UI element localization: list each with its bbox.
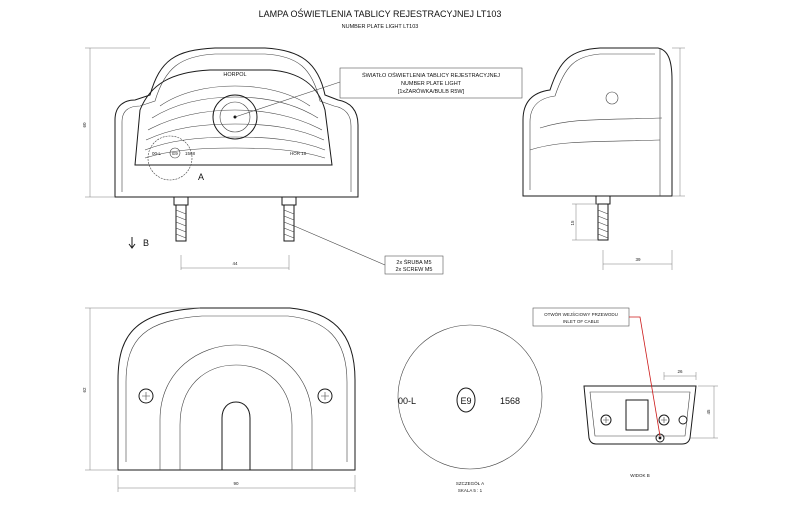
dim-bottom-width: 90: [233, 481, 239, 486]
lens-approval: E9: [172, 151, 178, 156]
callout-cable-line-2: INLET OF CABLE: [563, 319, 599, 324]
dim-bolt-spacing: 44: [232, 261, 238, 266]
bottom-view: [117, 307, 356, 471]
dim-side-offset: 39: [635, 257, 641, 262]
title-line-2: NUMBER PLATE LIGHT LT103: [342, 24, 419, 30]
detail-number: 1568: [500, 396, 520, 406]
callout-screw-line-2: 2x SCREW M5: [396, 267, 433, 273]
detail-a: 00-L E9 1568 SZCZEGÓŁ A SKALA 5 : 1: [397, 324, 543, 493]
callout-lamp-line-1: ŚWIATŁO OŚWIETLENIA TABLICY REJESTRACYJN…: [362, 71, 500, 79]
view-b-title: WIDOK B: [630, 473, 650, 478]
dim-viewb-width: 26: [677, 369, 683, 374]
detail-a-marker: A: [198, 172, 204, 182]
callout-screw: 2x ŚRUBA M5 2x SCREW M5: [384, 255, 444, 275]
bolt-right: [281, 196, 297, 242]
callout-lamp-line-2: NUMBER PLATE LIGHT: [401, 81, 462, 87]
lens-code-right: HOR 10: [290, 151, 307, 156]
view-b: WIDOK B: [583, 385, 697, 478]
front-view: HORPOL 00-L E9 1568 HOR 10 A B: [114, 47, 386, 266]
dim-front-height: 60: [82, 122, 87, 128]
lens-number: 1568: [185, 151, 196, 156]
dim-bottom-height: 62: [82, 387, 87, 393]
side-view: [522, 47, 673, 241]
detail-code-left: 00-L: [398, 396, 416, 406]
lens-brand: HORPOL: [223, 72, 246, 78]
bottom-dimensions: 62 90: [82, 307, 356, 492]
front-dimensions: 60 44: [82, 47, 290, 270]
detail-a-title: SZCZEGÓŁ A: [456, 480, 484, 486]
detail-a-scale: SKALA 5 : 1: [458, 488, 483, 493]
title-line-1: LAMPA OŚWIETLENIA TABLICY REJESTRACYJNEJ…: [259, 8, 502, 19]
callout-cable-line-1: OTWÓR WEJŚCIOWY PRZEWODU: [544, 310, 618, 317]
dim-side-bolt-length: 15: [570, 220, 575, 226]
side-dimensions: 15 39: [570, 47, 685, 270]
callout-lamp-line-3: [1xŻARÓWKA/BULB R5W]: [398, 88, 465, 95]
detail-approval: E9: [460, 396, 471, 406]
view-b-marker: B: [143, 238, 149, 248]
callout-lamp: ŚWIATŁO OŚWIETLENIA TABLICY REJESTRACYJN…: [339, 67, 523, 99]
bolt-left: [173, 196, 189, 242]
view-b-dimensions: 26 45: [663, 369, 718, 439]
callout-screw-line-1: 2x ŚRUBA M5: [396, 258, 431, 266]
callout-cable: OTWÓR WEJŚCIOWY PRZEWODU INLET OF CABLE: [532, 307, 661, 437]
dim-viewb-height: 45: [706, 409, 711, 415]
lens-code-left: 00-L: [152, 151, 162, 156]
